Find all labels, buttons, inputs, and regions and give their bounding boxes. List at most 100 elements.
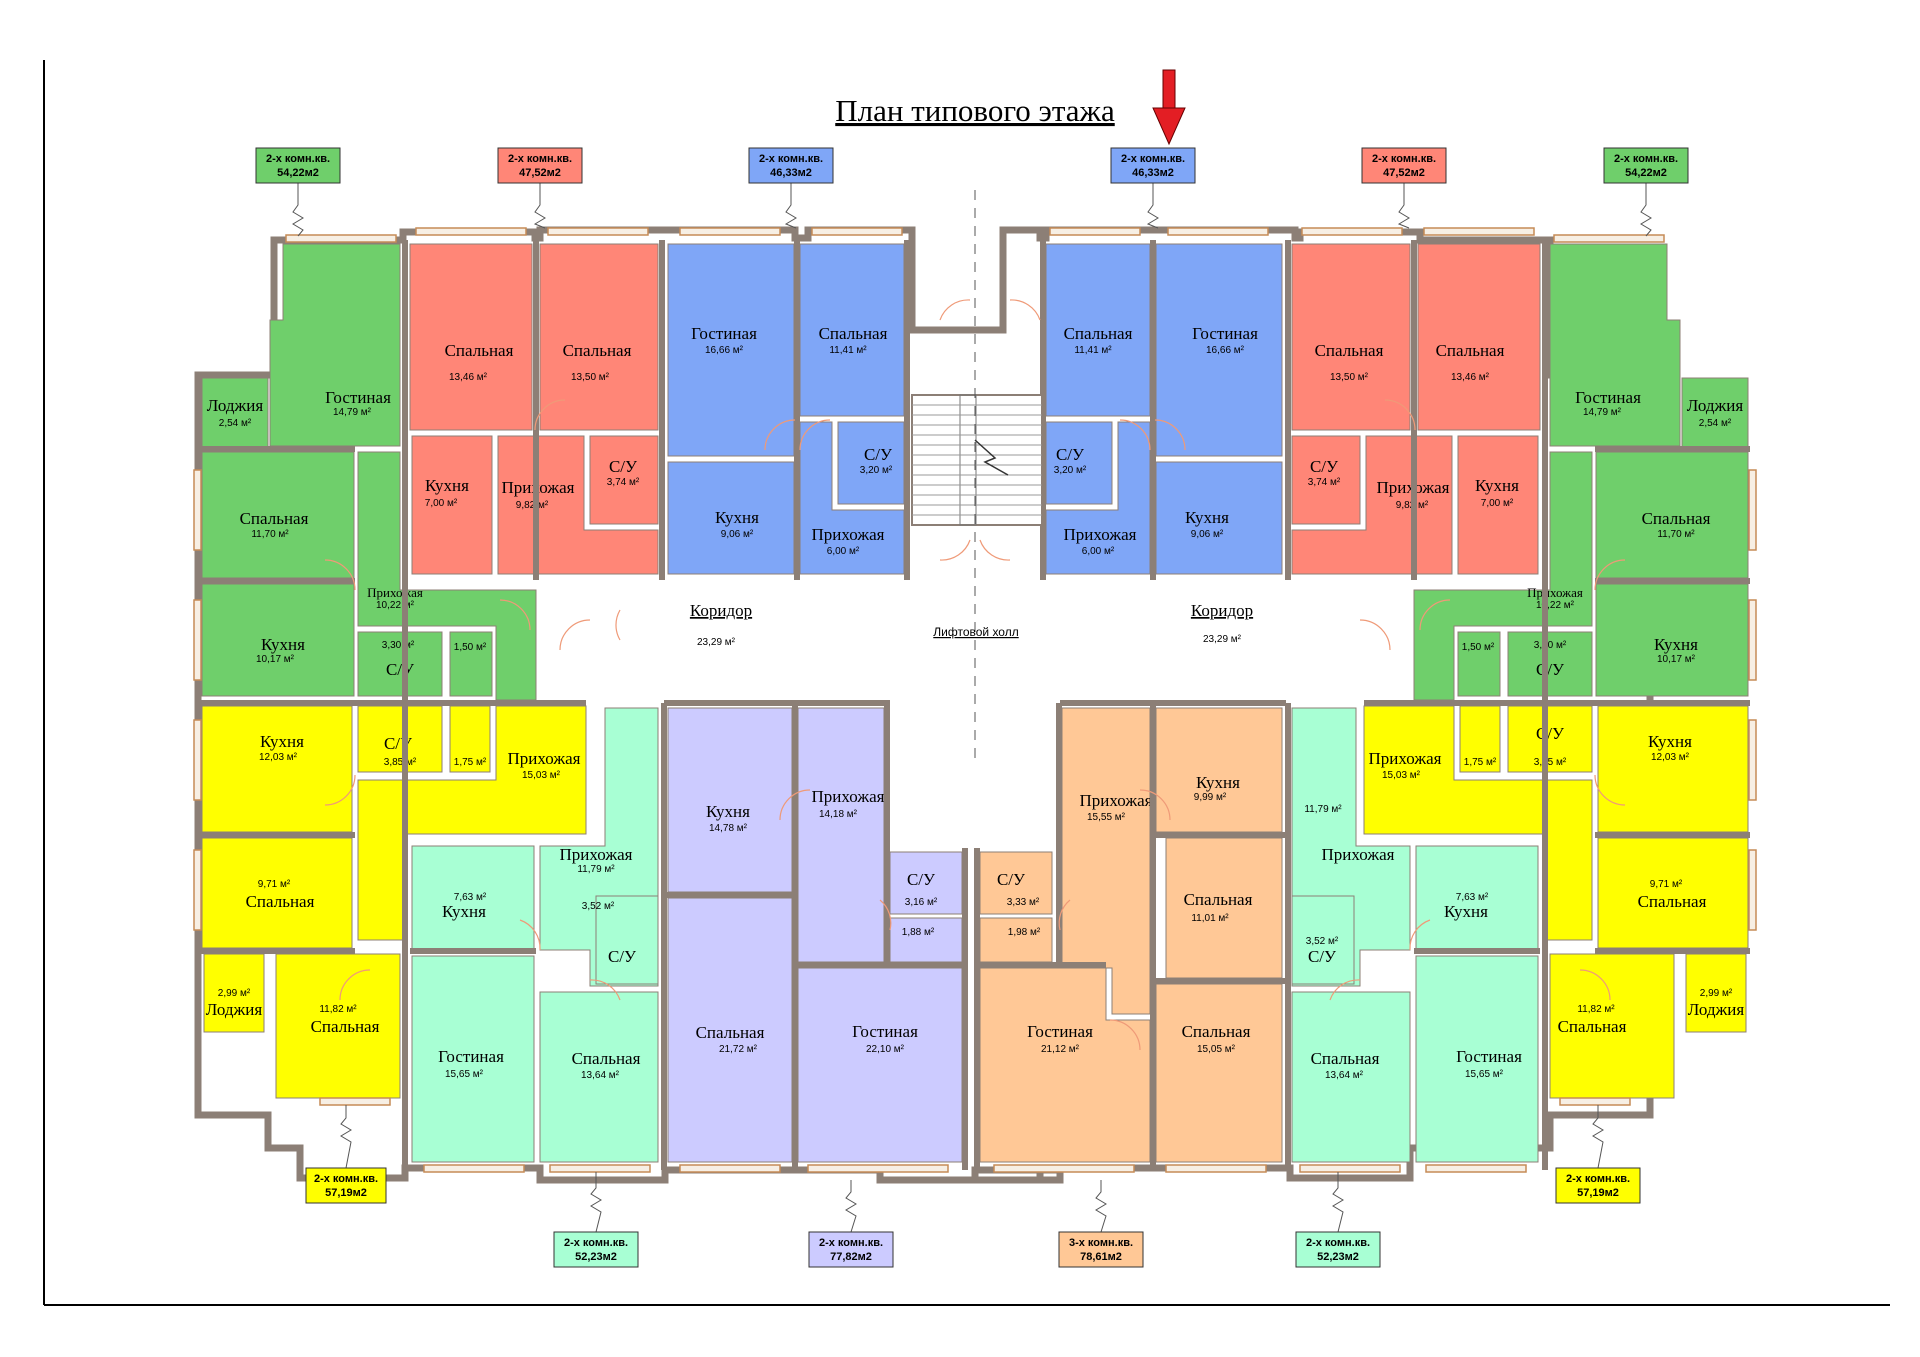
room-area: 1,50 м² xyxy=(1462,642,1495,653)
label-area: 52,23м2 xyxy=(1317,1251,1359,1263)
room-bathroom: С/У 3,20 м² xyxy=(1045,421,1113,505)
room-bedroom: Спальная 13,64 м² xyxy=(1291,991,1411,1163)
room-name: Лоджия xyxy=(1688,1000,1745,1019)
room-bedroom: Спальная 11,01 м² xyxy=(1165,837,1283,979)
room-living: Гостиная 15,65 м² xyxy=(1415,955,1539,1163)
room-bathroom: С/У 3,74 м² xyxy=(589,435,659,525)
apartment-label: 2-х комн.кв. 54,22м2 xyxy=(1603,147,1689,237)
room-area: 3,16 м² xyxy=(905,897,938,908)
room-name: Кухня xyxy=(715,508,759,527)
room-name: Прихожая xyxy=(1322,845,1395,864)
room-kitchen: 7,63 м² Кухня xyxy=(411,845,535,951)
room-name: Кухня xyxy=(425,476,469,495)
apartment-label: 2-х комн.кв. 77,82м2 xyxy=(808,1180,894,1268)
room-name: Прихожая xyxy=(560,845,633,864)
room-name: Кухня xyxy=(1444,902,1488,921)
room-bedroom: 11,82 м² Спальная xyxy=(1549,953,1675,1099)
room-area: 14,78 м² xyxy=(709,823,748,834)
room-area: 16,66 м² xyxy=(1206,345,1245,356)
rooms-layer: Лоджия 2,54 м² Гостиная 14,79 м² Спальна… xyxy=(201,243,1749,1163)
apartment-label: 2-х комн.кв. 57,19м2 xyxy=(1555,1105,1641,1204)
room-bedroom: Спальная 11,70 м² xyxy=(1595,451,1749,579)
red-arrow-icon xyxy=(1152,69,1186,146)
label-type: 2-х комн.кв. xyxy=(564,1237,628,1249)
room-kitchen: 7,63 м² Кухня xyxy=(1415,845,1539,951)
room-kitchen: Кухня 10,17 м² xyxy=(1595,583,1749,697)
room-name: Лоджия xyxy=(206,1000,263,1019)
room-area: 10,17 м² xyxy=(1657,654,1696,665)
room-hallway: Прихожая 15,03 м² xyxy=(1363,705,1593,941)
room-area: 9,71 м² xyxy=(1650,879,1683,890)
room-name: С/У xyxy=(1310,457,1339,476)
room-closet: 1,75 м² xyxy=(1459,705,1501,773)
room-area: 12,03 м² xyxy=(1651,752,1690,763)
label-area: 46,33м2 xyxy=(770,167,812,179)
room-bathroom: С/У 3,74 м² xyxy=(1291,435,1361,525)
room-area: 3,30 м² xyxy=(1534,640,1567,651)
room-bedroom: Спальная 11,41 м² xyxy=(1045,243,1151,417)
label-area: 78,61м2 xyxy=(1080,1251,1122,1263)
room-living: Гостиная 16,66 м² xyxy=(1155,243,1283,457)
apartment-label: 2-х комн.кв. 47,52м2 xyxy=(1361,147,1447,229)
room-name: Прихожая xyxy=(1064,525,1137,544)
room-name: Спальная xyxy=(1182,1022,1251,1041)
room-name: Кухня xyxy=(706,802,750,821)
room-name: С/У xyxy=(608,947,637,966)
room-area: 12,03 м² xyxy=(259,752,298,763)
room-name: Кухня xyxy=(1654,635,1698,654)
corridor-left: Коридор 23,29 м² xyxy=(690,601,752,648)
stairwell xyxy=(911,394,1043,526)
room-area: 11,70 м² xyxy=(251,529,289,540)
room-area: 3,30 м² xyxy=(382,640,415,651)
room-bedroom: Спальная 13,50 м² xyxy=(1291,243,1411,431)
room-area: 11,79 м² xyxy=(577,864,615,875)
label-area: 47,52м2 xyxy=(519,167,561,179)
room-bathroom: 3,52 м² С/У xyxy=(1291,895,1355,985)
apartment-label: 2-х комн.кв. 46,33м2 xyxy=(748,147,834,229)
apartment-label: 2-х комн.кв. 47,52м2 xyxy=(497,147,583,229)
room-name: Спальная xyxy=(445,341,514,360)
apartment-label: 2-х комн.кв. 52,23м2 xyxy=(1295,1172,1381,1268)
apartment-label: 2-х комн.кв. 46,33м2 xyxy=(1110,147,1196,229)
room-closet: 1,75 м² xyxy=(449,705,491,773)
room-closet: 1,88 м² xyxy=(889,917,963,963)
room-area: 11,82 м² xyxy=(319,1004,357,1015)
room-area: 21,72 м² xyxy=(719,1044,758,1055)
room-area: 15,03 м² xyxy=(1382,770,1421,781)
room-name: С/У xyxy=(609,457,638,476)
room-area: 15,03 м² xyxy=(522,770,561,781)
room-name: Спальная xyxy=(572,1049,641,1068)
room-area: 15,65 м² xyxy=(1465,1069,1504,1080)
apartment-label: 2-х комн.кв. 54,22м2 xyxy=(255,147,341,237)
room-bathroom: С/У 3,20 м² xyxy=(837,421,905,505)
corridor-name: Коридор xyxy=(1191,601,1253,620)
room-name: Кухня xyxy=(1196,773,1240,792)
room-area: 2,99 м² xyxy=(218,988,251,999)
corridor-area: 23,29 м² xyxy=(1203,634,1242,645)
room-area: 1,98 м² xyxy=(1008,927,1041,938)
room-area: 1,88 м² xyxy=(902,927,935,938)
room-area: 2,54 м² xyxy=(1699,418,1732,429)
room-name: Спальная xyxy=(1436,341,1505,360)
room-bathroom: С/У 3,85 м² xyxy=(357,705,443,773)
corridor-name: Коридор xyxy=(690,601,752,620)
room-bathroom: 3,30 м² С/У xyxy=(357,631,443,697)
room-bedroom: Спальная 15,05 м² xyxy=(1155,983,1283,1163)
room-area: 11,01 м² xyxy=(1191,913,1229,924)
room-area: 6,00 м² xyxy=(827,546,860,557)
room-name: Гостиная xyxy=(325,388,391,407)
label-area: 52,23м2 xyxy=(575,1251,617,1263)
room-name: Спальная xyxy=(1638,892,1707,911)
room-area: 3,85 м² xyxy=(1534,757,1567,768)
room-closet: 1,50 м² xyxy=(1457,631,1501,697)
room-area: 9,06 м² xyxy=(1191,529,1224,540)
room-name: Гостиная xyxy=(1456,1047,1522,1066)
room-name: Гостиная xyxy=(438,1047,504,1066)
room-name: С/У xyxy=(1056,445,1085,464)
room-name: Гостиная xyxy=(691,324,757,343)
label-type: 2-х комн.кв. xyxy=(314,1173,378,1185)
room-area: 3,33 м² xyxy=(1007,897,1040,908)
room-kitchen: Кухня 10,17 м² xyxy=(201,583,355,697)
room-name: С/У xyxy=(386,660,415,679)
room-area: 9,06 м² xyxy=(721,529,754,540)
